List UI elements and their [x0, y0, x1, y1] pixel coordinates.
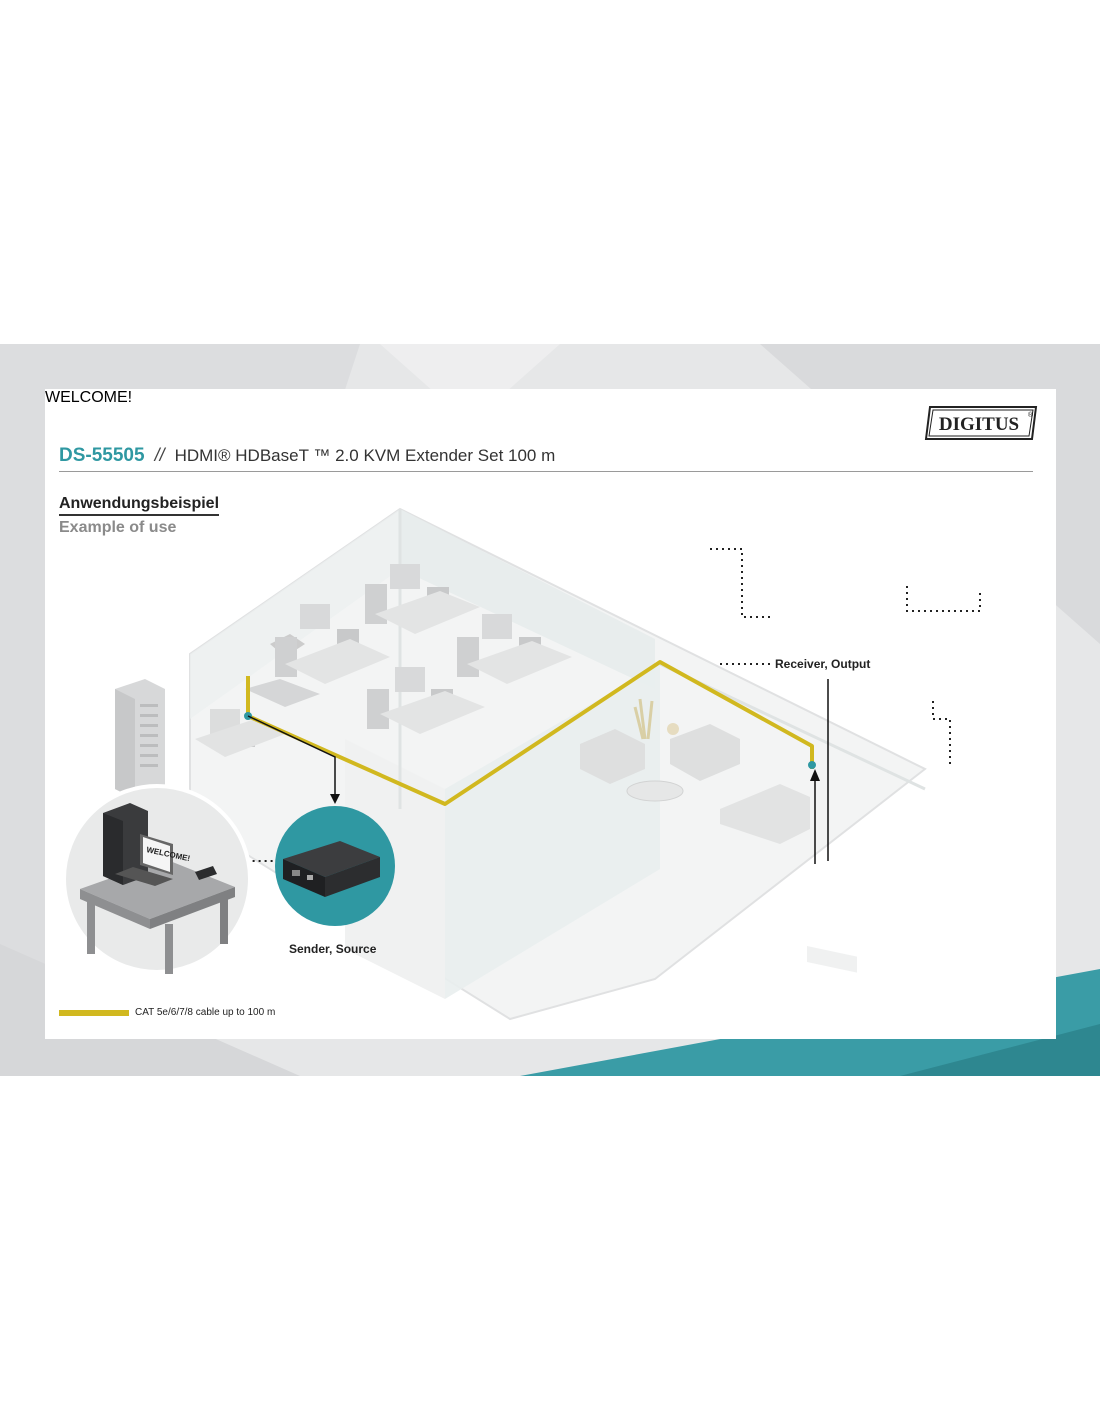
background-band: DIGITUS ® DS-55505 // HDMI® HDBaseT ™ 2.0 … [0, 344, 1100, 1076]
office-scene: WELCOME! [62, 507, 981, 1021]
output-display-circle: WELCOME! [45, 389, 133, 406]
legend-cable-text: CAT 5e/6/7/8 cable up to 100 m [135, 1007, 276, 1018]
product-title: HDMI® HDBaseT ™ 2.0 KVM Extender Set 100… [174, 446, 556, 465]
receiver-label: Receiver, Output [775, 657, 871, 671]
section-title-en: Example of use [59, 519, 177, 536]
svg-text:®: ® [1028, 411, 1034, 419]
office-workstations [195, 564, 572, 757]
sender-device-circle [275, 806, 395, 926]
source-desk-circle: WELCOME! [62, 784, 252, 974]
diagram-card: DIGITUS ® DS-55505 // HDMI® HDBaseT ™ 2.0 … [45, 389, 1056, 1039]
receiver-port-dot [808, 761, 816, 769]
section-title-de: Anwendungsbeispiel [59, 495, 220, 516]
connection-arrows [247, 679, 829, 864]
title-separator: // [154, 445, 165, 465]
legend-cable-swatch [59, 1010, 129, 1016]
sender-label: Sender, Source [289, 942, 377, 956]
title-bar: DS-55505 // HDMI® HDBaseT ™ 2.0 KVM Extend… [59, 445, 1033, 472]
svg-text:DIGITUS: DIGITUS [939, 414, 1019, 435]
digitus-logo: DIGITUS ® [924, 406, 1038, 440]
lounge-area [580, 698, 810, 844]
product-code: DS-55505 [59, 445, 145, 466]
cat-cable-line [246, 660, 814, 806]
server-rack-icon [115, 679, 165, 799]
